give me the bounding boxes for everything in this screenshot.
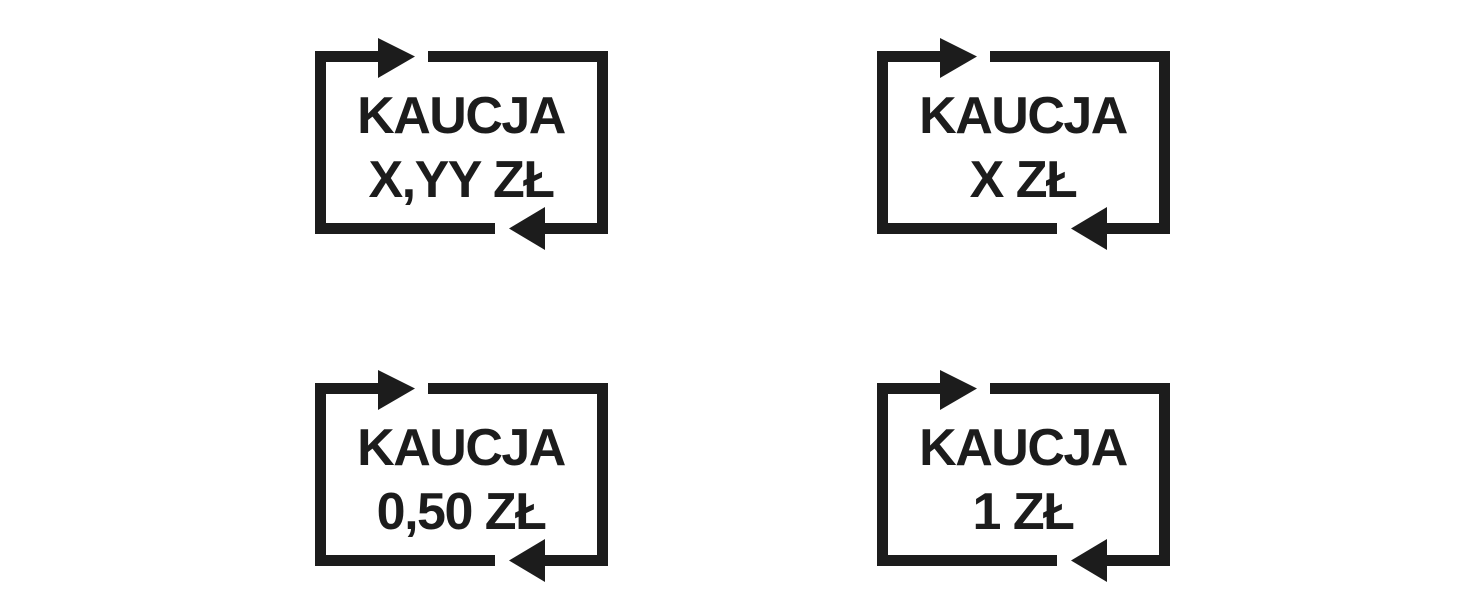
arrow-left-icon <box>1071 539 1107 582</box>
arrow-left-icon <box>509 207 545 250</box>
frame-right-segment <box>990 51 1170 234</box>
badge-line1: KAUCJA <box>357 87 566 145</box>
frame-left-segment <box>877 383 1057 566</box>
deposit-badge: KAUCJA 1 ZŁ <box>877 368 1177 584</box>
recycle-frame-icon: KAUCJA X ZŁ <box>877 38 1170 250</box>
badge-line2: 1 ZŁ <box>973 483 1075 541</box>
deposit-badge: KAUCJA X ZŁ <box>877 36 1177 252</box>
arrow-right-icon <box>378 370 415 410</box>
frame-left-segment <box>877 51 1057 234</box>
frame-left-segment <box>315 51 495 234</box>
recycle-frame-icon: KAUCJA 0,50 ZŁ <box>315 370 608 582</box>
frame-right-segment <box>428 51 608 234</box>
arrow-left-icon <box>509 539 545 582</box>
badge-line2: X,YY ZŁ <box>368 151 554 209</box>
badge-line1: KAUCJA <box>357 419 566 477</box>
badge-line2: X ZŁ <box>970 151 1077 209</box>
frame-right-segment <box>990 383 1170 566</box>
arrow-left-icon <box>1071 207 1107 250</box>
deposit-badge: KAUCJA X,YY ZŁ <box>315 36 615 252</box>
arrow-right-icon <box>378 38 415 78</box>
arrow-right-icon <box>940 38 977 78</box>
arrow-right-icon <box>940 370 977 410</box>
badge-line1: KAUCJA <box>919 419 1128 477</box>
deposit-badge: KAUCJA 0,50 ZŁ <box>315 368 615 584</box>
badge-line1: KAUCJA <box>919 87 1128 145</box>
frame-right-segment <box>428 383 608 566</box>
frame-left-segment <box>315 383 495 566</box>
recycle-frame-icon: KAUCJA 1 ZŁ <box>877 370 1170 582</box>
badge-line2: 0,50 ZŁ <box>377 483 546 541</box>
recycle-frame-icon: KAUCJA X,YY ZŁ <box>315 38 608 250</box>
